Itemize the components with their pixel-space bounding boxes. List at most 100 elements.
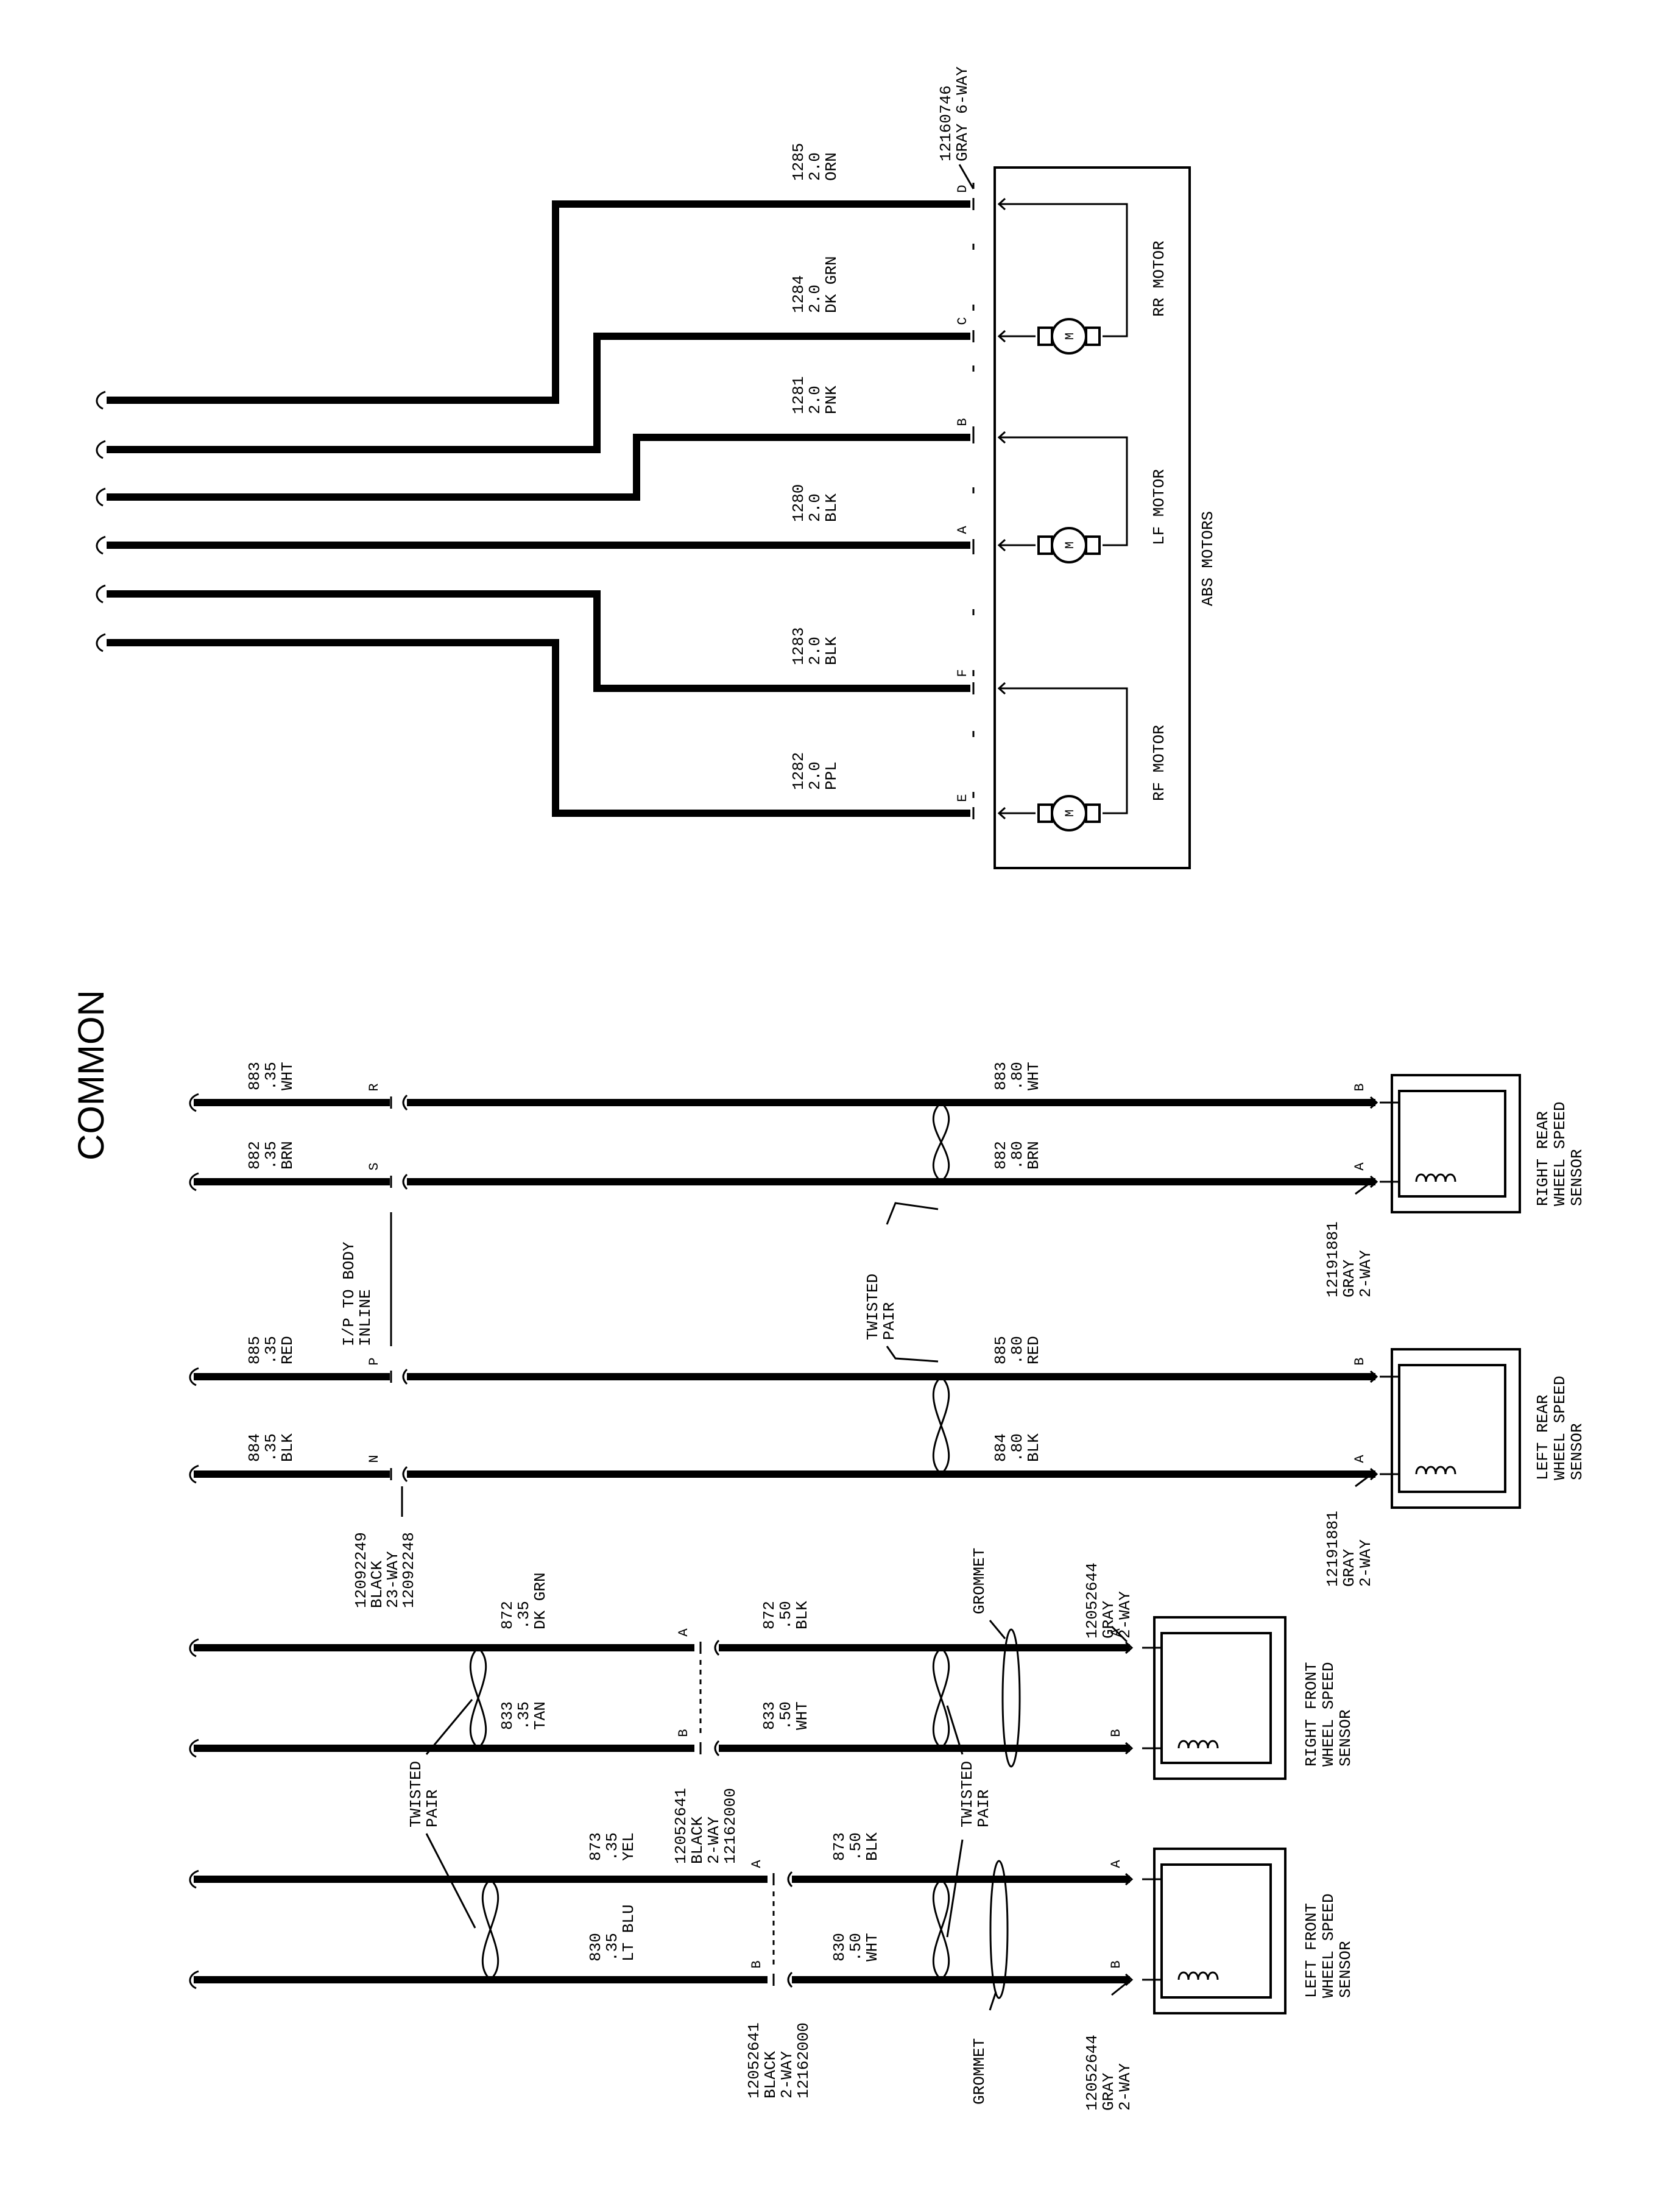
wire-label: WHT [793,1701,811,1730]
wire-1283 [107,590,970,692]
wire-label: ORN [822,152,841,181]
terminal-icon [1369,1175,1378,1188]
coil-icon [1177,1971,1219,1980]
pin-label: E [955,794,970,802]
motor-feed [999,203,1128,337]
connector-cavity-icon [402,1466,408,1483]
wire-label: WHT [863,1933,881,1961]
pin-label: B [749,1960,764,1968]
sensor-label: WHEEL SPEED [1319,1662,1338,1767]
motor-feed [999,687,1128,814]
sensor-label: WHEEL SPEED [1319,1893,1338,1998]
twisted-pair-label: PAIR [975,1790,993,1827]
wire-label: BLK [822,637,841,665]
pin-label: D [955,185,970,192]
inline-connector-label: BLACK [761,2051,780,2099]
wire-break-icon [189,1739,199,1758]
leader-line [1355,1184,1368,1195]
wire-label: 872 [498,1601,517,1629]
inline-connector-label: BLACK [688,1816,707,1864]
wire-break-icon [96,487,106,507]
wire-break-icon [189,1172,199,1191]
sensor-label: RIGHT REAR [1534,1111,1552,1206]
wire-label: BLK [863,1832,881,1861]
wire-break-icon [96,390,106,410]
wire-break-icon [96,633,106,652]
wire-label: .80 [1008,1141,1026,1170]
inline-connector-label: 23-WAY [384,1551,402,1608]
leader-line [425,1833,476,1929]
grommet-label: GROMMET [970,2038,989,2105]
terminal-icon [1124,1873,1134,1886]
wire-label: 872 [760,1601,778,1629]
wire-1281 [107,434,970,501]
connector-label: GRAY [1099,1600,1118,1639]
inline-connector-label: 12092248 [400,1532,418,1608]
wire-label: 873 [587,1832,605,1861]
grommet-icon [989,1860,1009,1999]
wire-break-icon [189,1367,199,1386]
section-title: COMMON [71,990,111,1160]
connector-cavity-icon [714,1639,720,1656]
wire-label: .35 [262,1141,280,1170]
wire-label: .80 [1008,1336,1026,1364]
sensor-label: SENSOR [1568,1423,1586,1480]
wire-label: .35 [603,1933,621,1961]
wire-label: 885 [245,1336,264,1364]
wire-label: 882 [992,1141,1010,1170]
connector-label: GRAY [1340,1548,1358,1587]
connector-cavity-icon [787,1871,793,1888]
wire-label: TAN [531,1701,549,1730]
twisted-pair-label: TWISTED [407,1761,425,1827]
motor-cap [1085,327,1101,346]
inline-connector-label: 12052641 [672,1788,690,1864]
leader-line [886,1346,939,1363]
wire-label: .35 [515,1601,533,1629]
leader-line [1111,1982,1128,1996]
leader-line [989,1991,997,2011]
wire-label: BLK [1025,1433,1043,1462]
motor-cap [1085,803,1101,823]
wire-label: .35 [262,1433,280,1462]
grommet-icon [1001,1628,1021,1768]
wire-label: DK GRN [822,256,841,313]
wire-label: 884 [245,1433,264,1462]
leader-line [1110,1625,1128,1643]
wire-label: 1284 [789,275,808,313]
motor-icon [1051,795,1087,831]
wire-label: WHT [1025,1062,1043,1090]
wire-label: 1282 [789,752,808,790]
motor-cap [1037,327,1053,346]
wire-label: 2.0 [806,493,824,522]
motor-symbol: M [1064,333,1078,340]
wire-label: BRN [1025,1141,1043,1170]
pin-label: B [676,1729,691,1737]
leader-line [989,1620,1006,1639]
motor-cap [1037,535,1053,555]
connector-cavity-icon [402,1368,408,1385]
wire-label: 2.0 [806,386,824,414]
wire-label: 873 [830,1832,849,1861]
pin-label: A [955,526,970,534]
wire-break-icon [189,1638,199,1658]
connector-cavity-icon [787,1971,793,1988]
wire-1282 [107,639,970,817]
leader-line [946,1839,964,1938]
motor-icon [1051,318,1087,355]
wire-label: RED [278,1336,297,1364]
wire-break-icon [189,1093,199,1112]
wire-label: 1283 [789,627,808,665]
abs-module-box [994,166,1191,869]
connector-label: GRAY [1099,2072,1118,2111]
sensor-body [1160,1632,1272,1764]
terminal-icon [1369,1096,1378,1109]
sensor-label: SENSOR [1336,1941,1355,1998]
wire-label: PNK [822,386,841,414]
wire-label: 2.0 [806,152,824,181]
connector-label: 2-WAY [1116,2063,1134,2111]
twisted-pair-icon [469,1647,487,1749]
leader-line [1355,1476,1368,1488]
wire-label: LT BLU [619,1904,638,1961]
